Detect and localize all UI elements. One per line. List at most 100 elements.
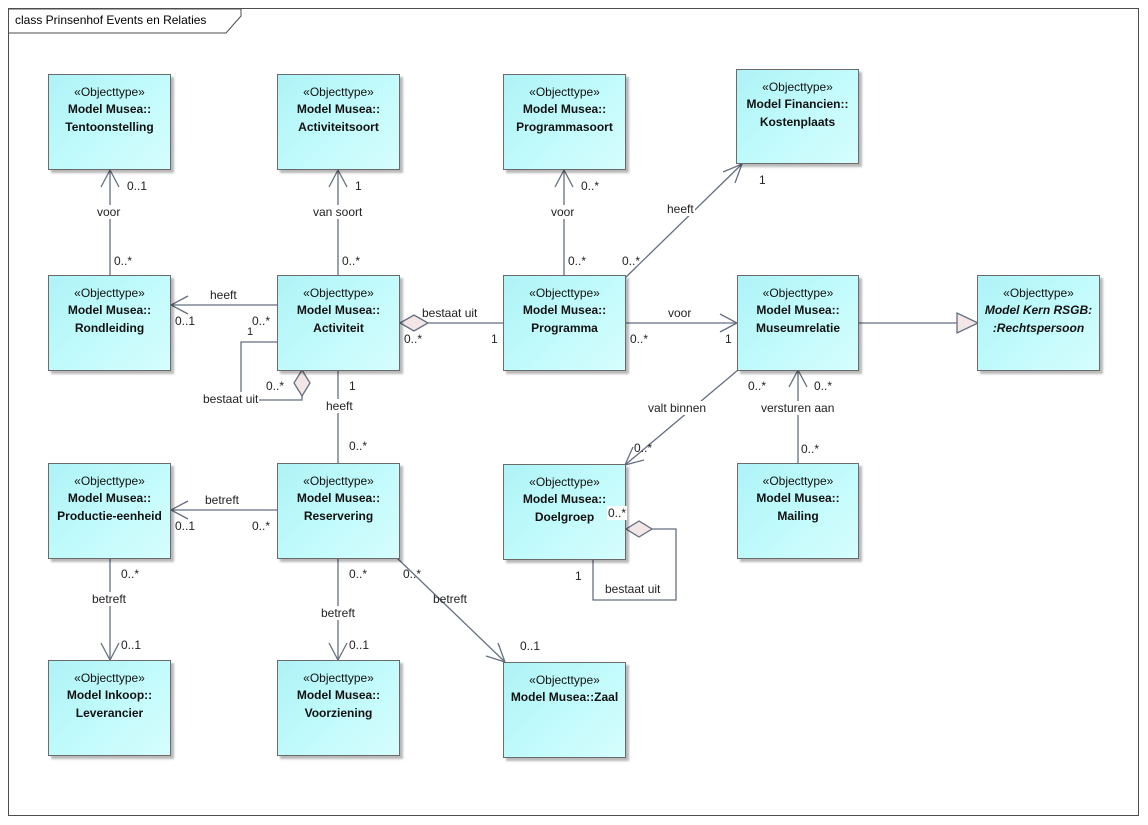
multiplicity-label: 0..* [568, 254, 587, 268]
association-name: heeft [666, 202, 695, 216]
multiplicity-label: 1 [349, 379, 356, 393]
assoc-reservering-zaal[interactable] [395, 556, 506, 663]
association-name: betreft [320, 606, 357, 620]
class-tentoonstelling[interactable]: «Objecttype» Model Musea:: Tentoonstelli… [48, 74, 171, 170]
class-name-line-2: Programma [531, 321, 598, 335]
class-name-line-1: Model Musea:: [756, 491, 840, 505]
class-name-line-2: Rondleiding [74, 321, 145, 335]
class-activiteitsoort[interactable]: «Objecttype» Model Musea:: Activiteitsoo… [277, 74, 400, 170]
arrowhead-rondleiding [169, 295, 189, 315]
class-name-line-2: Programmasoort [516, 120, 613, 134]
multiplicity-label: 0..* [814, 379, 833, 393]
multiplicity-label: 0..1 [520, 639, 541, 653]
association-name: betreft [91, 592, 128, 606]
multiplicity-label: 0..* [607, 506, 628, 520]
multiplicity-label: 0..* [630, 332, 649, 346]
class-mailing[interactable]: «Objecttype» Model Musea:: Mailing [737, 463, 859, 559]
multiplicity-label: 1 [247, 326, 254, 338]
multiplicity-label: 0..* [252, 314, 271, 328]
class-name-line-2: Productie-eenheid [57, 509, 162, 523]
multiplicity-label: 0..* [114, 254, 133, 268]
stereotype-label: «Objecttype» [303, 85, 374, 99]
multiplicity-label: 0..* [252, 519, 271, 533]
multiplicity-label: 1 [759, 173, 766, 187]
class-leverancier[interactable]: «Objecttype» Model Inkoop:: Leverancier [48, 660, 171, 756]
multiplicity-label: 1 [491, 332, 498, 346]
class-name-line-1: Model Musea:: [522, 492, 607, 506]
class-name-line-1: Model Musea:: [296, 688, 381, 702]
association-name: heeft [210, 288, 237, 302]
assoc-museumrelatie-doelgroep[interactable] [624, 369, 739, 466]
association-name: betreft [433, 592, 468, 606]
stereotype-label: «Objecttype» [762, 80, 833, 94]
class-name-line-1: Model Musea:: [296, 303, 381, 317]
association-name: voor [550, 205, 576, 219]
association-name: bestaat uit [422, 306, 478, 320]
class-name-line-1: Model Musea:: [67, 102, 152, 116]
class-name-line-2: Voorziening [304, 706, 373, 720]
assoc-doelgroep-self[interactable] [592, 528, 677, 601]
multiplicity-label: 0..* [581, 179, 600, 193]
class-name-line-2: Doelgroep [534, 510, 595, 524]
class-rechtspersoon[interactable]: «Objecttype» Model Kern RSGB: :Rechtsper… [977, 275, 1100, 371]
class-name-line-1: Model Financien:: [746, 97, 849, 111]
multiplicity-label: 0..* [634, 441, 653, 455]
association-name: betreft [205, 493, 240, 507]
association-name: versturen aan [760, 401, 836, 415]
class-name-line-1: Model Musea:: [67, 303, 152, 317]
diagram-frame [8, 8, 1139, 816]
stereotype-label: «Objecttype» [529, 286, 600, 300]
class-name-line-1: Model Musea:: [67, 491, 152, 505]
class-name-line-2: Leverancier [75, 706, 144, 720]
multiplicity-label: 1 [725, 332, 732, 346]
stereotype-label: «Objecttype» [303, 286, 374, 300]
multiplicity-label: 0..* [622, 254, 641, 268]
stereotype-label: «Objecttype» [74, 85, 145, 99]
class-name-line-2: Activiteitsoort [298, 120, 379, 134]
class-voorziening[interactable]: «Objecttype» Model Musea:: Voorziening [277, 660, 400, 756]
aggregation-diamond-doelgroep-self [624, 520, 654, 538]
arrowhead-kostenplaats [722, 162, 744, 184]
stereotype-label: «Objecttype» [74, 286, 145, 300]
stereotype-label: «Objecttype» [529, 85, 600, 99]
class-reservering[interactable]: «Objecttype» Model Musea:: Reservering [277, 463, 400, 559]
class-programma[interactable]: «Objecttype» Model Musea:: Programma [503, 275, 626, 371]
multiplicity-label: 1 [575, 569, 582, 583]
multiplicity-label: 0..* [404, 332, 423, 346]
assoc-programma-kostenplaats[interactable] [623, 163, 743, 280]
class-rondleiding[interactable]: «Objecttype» Model Musea:: Rondleiding [48, 275, 171, 371]
arrowhead-programmasoort [554, 168, 574, 188]
class-name-line-1: Model Musea:: [522, 303, 607, 317]
multiplicity-label: 0..1 [175, 314, 196, 328]
arrowhead-productie [169, 500, 189, 520]
association-name: voor [668, 306, 692, 320]
class-kostenplaats[interactable]: «Objecttype» Model Financien:: Kostenpla… [736, 69, 859, 164]
class-doelgroep[interactable]: «Objecttype» Model Musea:: Doelgroep [503, 464, 626, 560]
association-name: valt binnen [647, 401, 708, 415]
association-name: bestaat uit [202, 392, 260, 406]
multiplicity-label: 0..* [349, 439, 368, 453]
multiplicity-label: 0..1 [175, 519, 196, 533]
stereotype-label: «Objecttype» [303, 474, 374, 488]
class-productie-eenheid[interactable]: «Objecttype» Model Musea:: Productie-een… [48, 463, 171, 559]
class-programmasoort[interactable]: «Objecttype» Model Musea:: Programmasoor… [503, 74, 626, 170]
multiplicity-label: 0..* [121, 567, 140, 581]
class-name-line-2: Tentoonstelling [65, 120, 154, 134]
arrowhead-activiteitsoort [328, 168, 348, 188]
class-zaal[interactable]: «Objecttype» Model Musea::Zaal [503, 662, 626, 758]
class-activiteit[interactable]: «Objecttype» Model Musea:: Activiteit [277, 275, 400, 371]
class-name-line-2: Museumrelatie [755, 321, 841, 335]
class-name-line-1: Model Musea:: [756, 303, 840, 317]
frame-title-tab [9, 8, 242, 34]
class-name-line-1: Model Musea::Zaal [510, 690, 619, 704]
class-museumrelatie[interactable]: «Objecttype» Model Musea:: Museumrelatie [737, 275, 859, 371]
generalization-triangle [956, 311, 980, 335]
class-name-line-2: Reservering [303, 509, 374, 523]
multiplicity-label: 0..* [342, 254, 361, 268]
stereotype-label: «Objecttype» [762, 286, 834, 300]
class-name-line-2: Activiteit [313, 321, 364, 335]
stereotype-label: «Objecttype» [303, 671, 374, 685]
stereotype-label: «Objecttype» [762, 474, 834, 488]
multiplicity-label: 0..* [801, 442, 820, 456]
